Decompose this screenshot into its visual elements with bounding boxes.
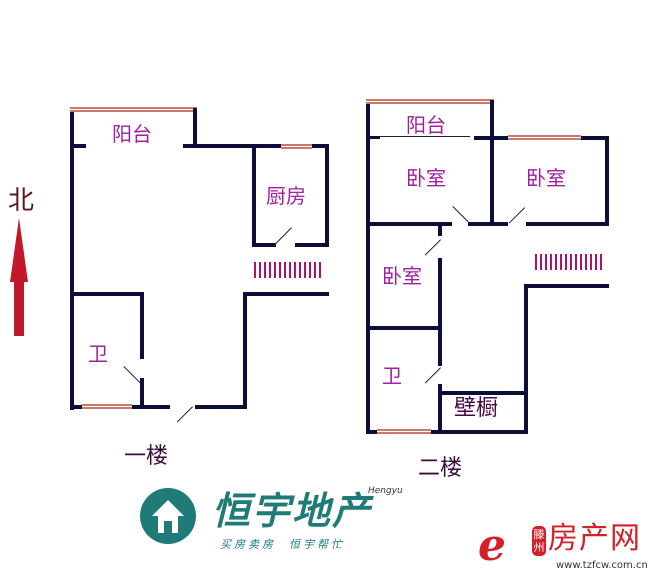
- floor1-kitchen-window: [281, 144, 312, 149]
- house-logo-icon: [140, 488, 196, 544]
- floor1-balcony-window: [70, 107, 197, 112]
- floor2-stairs: [535, 254, 602, 270]
- hengyu-pinyin: Hengyu: [368, 486, 403, 496]
- floor1-balcony-label: 阳台: [112, 122, 152, 146]
- floor2-bedroom-nw-label: 卧室: [406, 166, 446, 190]
- floor2-bedroom-ne-label: 卧室: [526, 166, 566, 190]
- floor1-bathroom-window: [82, 404, 132, 409]
- tzfcw-name: 房产网: [548, 521, 641, 556]
- floor2-bathroom-label: 卫: [382, 364, 402, 388]
- floor2-closet-label: 壁橱: [454, 396, 499, 421]
- e-logo-icon: e: [478, 520, 506, 571]
- tzfcw-logo: e 滕州 房产网 www.tzfcw.com.cn: [474, 522, 659, 580]
- floor2-balcony-label: 阳台: [406, 113, 446, 137]
- floor1-title: 一楼: [124, 444, 169, 469]
- tzfcw-url: www.tzfcw.com.cn: [556, 560, 648, 571]
- floor2-bathroom-window: [377, 429, 431, 434]
- floor2-bedroom-w-label: 卧室: [382, 264, 422, 288]
- floor1-stairs: [254, 262, 321, 278]
- floor1-kitchen-label: 厨房: [266, 184, 306, 208]
- north-arrow-icon: [10, 218, 28, 282]
- north-arrow-shaft: [14, 280, 24, 336]
- hengyu-logo: Hengyu 恒宇地产 买房卖房 恒宇帮忙: [136, 482, 436, 552]
- hengyu-name: 恒宇地产: [212, 489, 373, 533]
- north-label: 北: [8, 186, 35, 216]
- floor1-bathroom-label: 卫: [88, 342, 108, 366]
- hengyu-slogan: 买房卖房 恒宇帮忙: [220, 538, 345, 551]
- floor2-balcony-window: [366, 99, 494, 104]
- floor2-title: 二楼: [418, 456, 463, 481]
- north-compass: 北: [8, 180, 38, 350]
- tzfcw-city: 滕州: [532, 526, 546, 556]
- floor2-bedroom-window: [508, 135, 581, 140]
